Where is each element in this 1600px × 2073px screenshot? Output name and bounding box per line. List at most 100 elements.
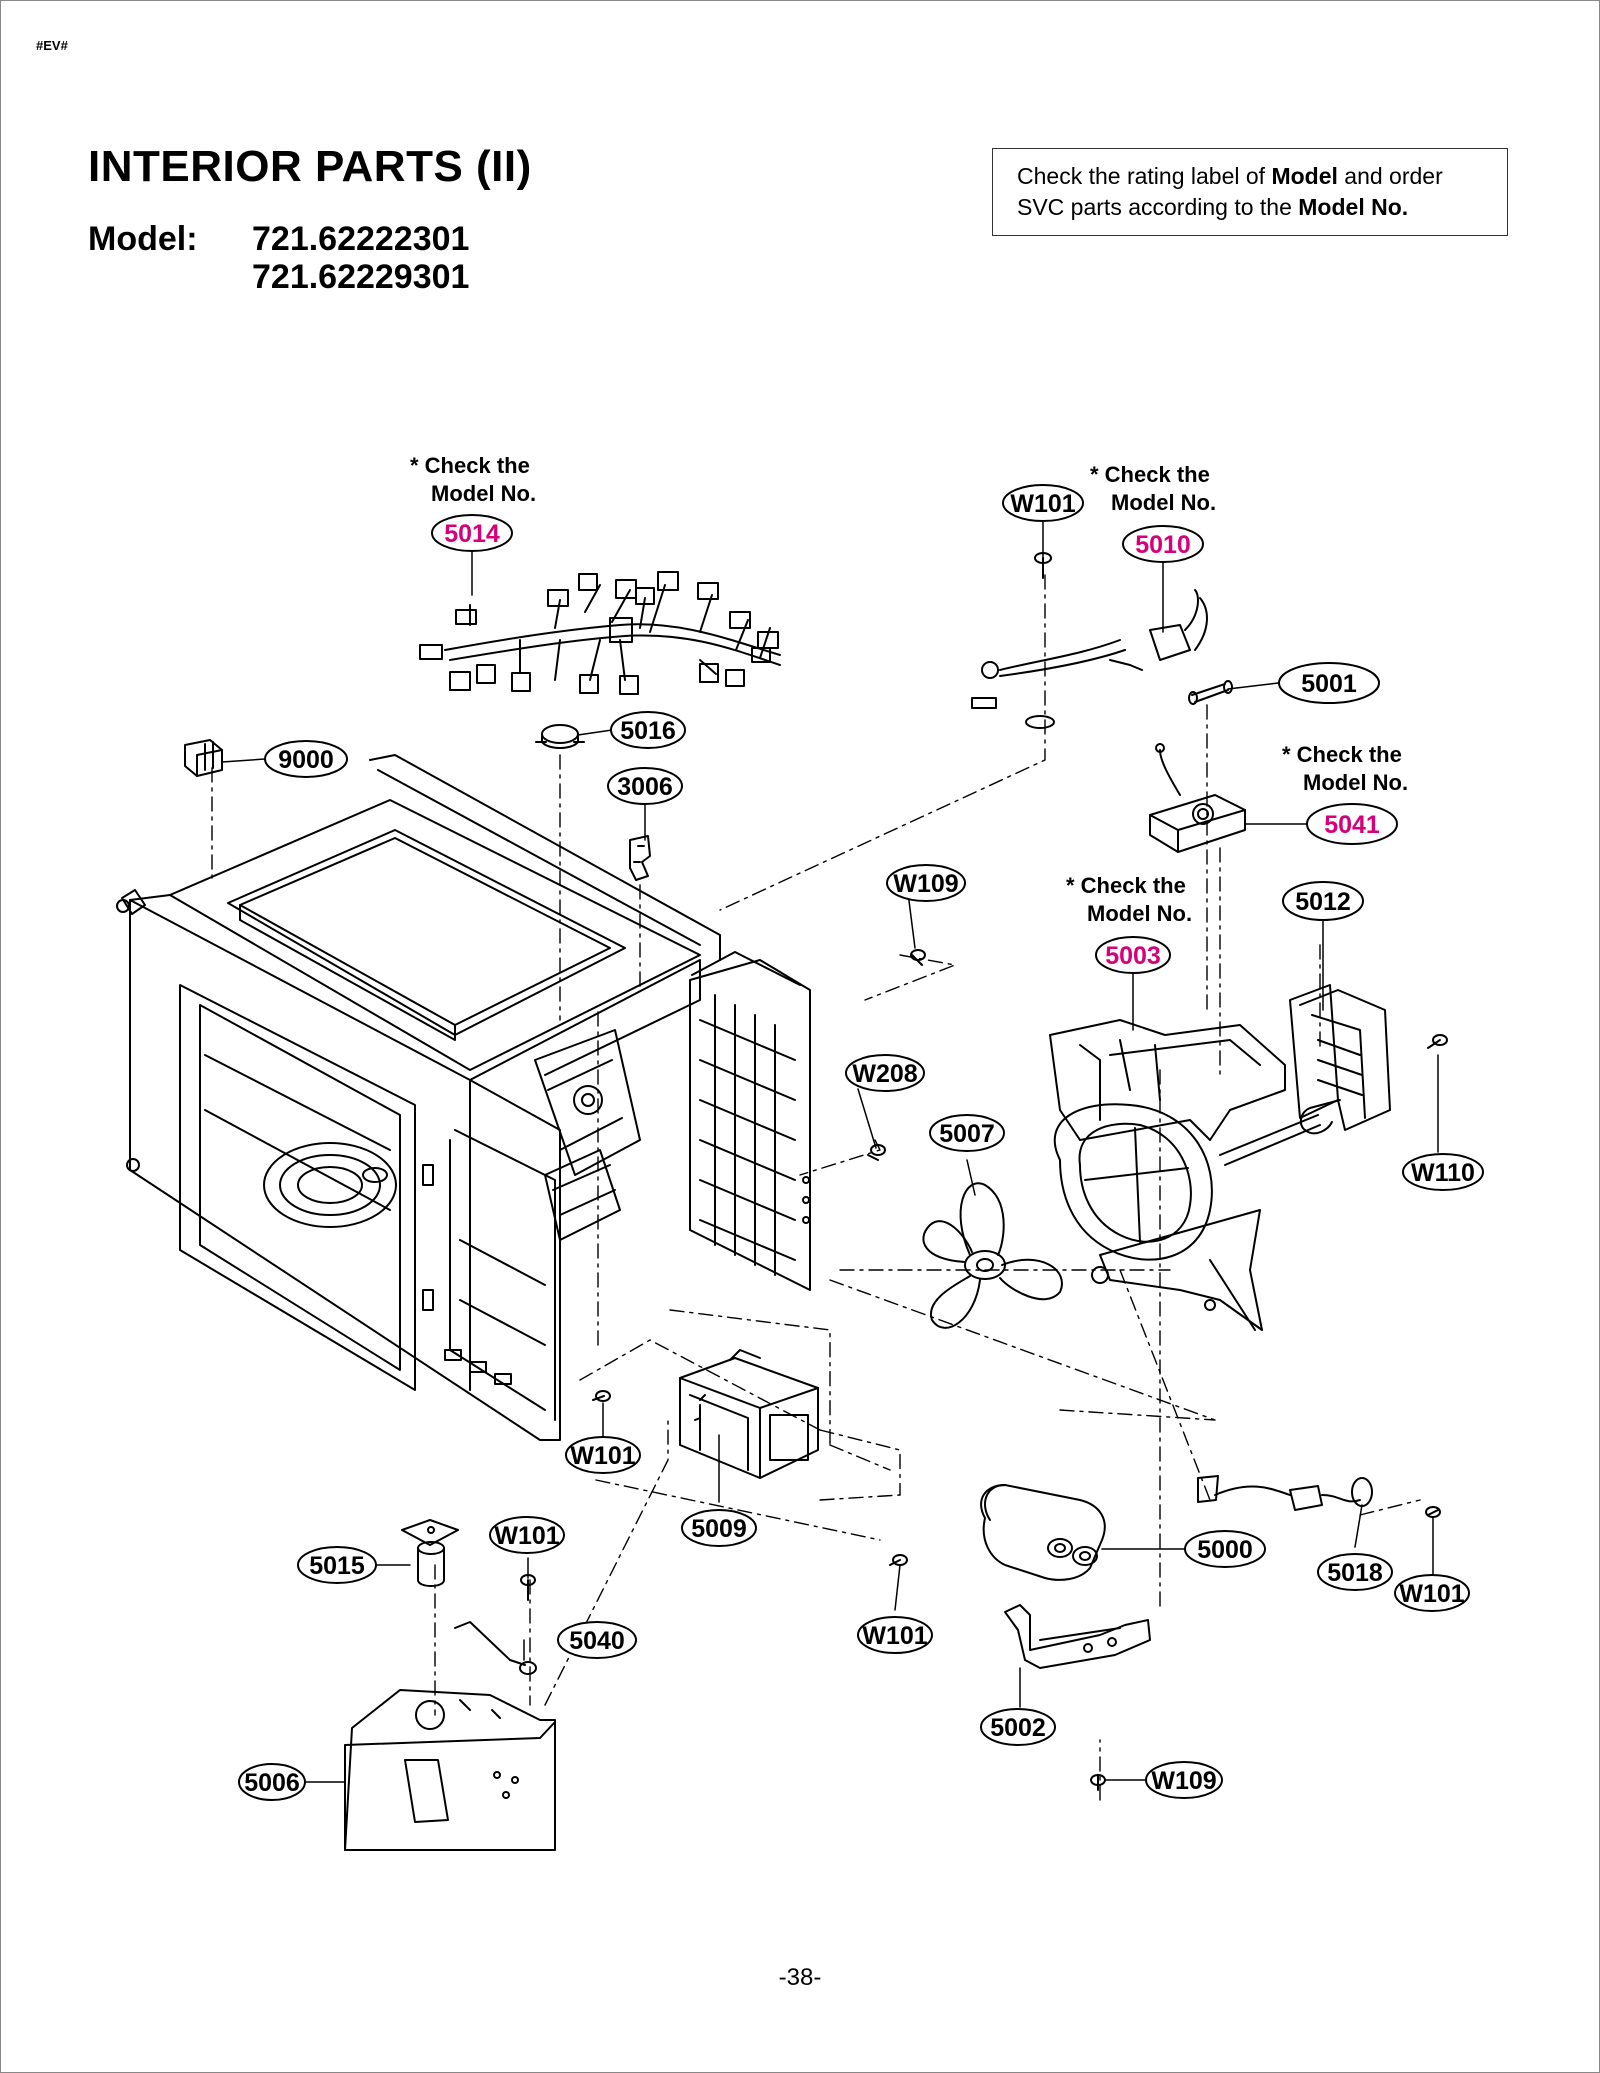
callout-label: W208 [852, 1060, 917, 1088]
callout-5000: 5000 [1184, 1530, 1266, 1568]
latch-3006 [629, 835, 651, 881]
assembly-guide-lines [211, 574, 1421, 1801]
leader-lines [221, 519, 1439, 1783]
screw-w208 [867, 1144, 886, 1161]
callout-5001: 5001 [1278, 662, 1380, 704]
switch-5015 [401, 1519, 459, 1587]
screw-w101-mid [592, 1390, 611, 1402]
callout-label: 5009 [691, 1515, 747, 1543]
callout-w109-bottom: W109 [1145, 1761, 1223, 1799]
page-title: INTERIOR PARTS (II) [88, 142, 532, 191]
wire-harness-5014 [419, 571, 781, 695]
callout-5014: 5014 [431, 514, 513, 552]
screw-w101-low [889, 1554, 908, 1566]
model-check-note-5041: * Check the Model No. [1282, 742, 1408, 795]
callout-w110: W110 [1402, 1153, 1484, 1191]
callout-label: W101 [862, 1622, 927, 1650]
note-line-1: * Check the [1282, 742, 1402, 767]
rear-panel [689, 951, 811, 1291]
callout-w109-top: W109 [886, 864, 966, 902]
callout-w101-bottom: W101 [489, 1516, 565, 1554]
notice-bold: Model [1271, 163, 1338, 189]
callout-label: 5015 [309, 1552, 365, 1580]
callout-label: 5018 [1327, 1559, 1383, 1587]
note-line-2: Model No. [431, 481, 536, 506]
callout-5006: 5006 [238, 1763, 306, 1801]
callout-label: 5041 [1324, 811, 1380, 839]
callout-3006: 3006 [607, 767, 683, 805]
model-number-2: 721.62229301 [252, 258, 470, 296]
callout-5007: 5007 [929, 1114, 1005, 1152]
callout-label: 5003 [1105, 942, 1161, 970]
note-line-2: Model No. [1087, 901, 1192, 926]
sensor-wire-5010 [971, 589, 1208, 729]
notice-text: and order [1337, 163, 1443, 189]
callout-5018: 5018 [1317, 1553, 1393, 1591]
bracket-5002 [1004, 1604, 1151, 1669]
model-check-note-5010: * Check the Model No. [1090, 462, 1216, 515]
notice-bold: Model No. [1298, 194, 1409, 220]
callout-5012: 5012 [1282, 881, 1364, 921]
callout-5010: 5010 [1122, 525, 1204, 563]
note-line-2: Model No. [1111, 490, 1216, 515]
notice-text: Check the rating label of [1017, 163, 1272, 189]
note-line-2: Model No. [1303, 770, 1408, 795]
callout-label: 5010 [1135, 531, 1191, 559]
callout-5041: 5041 [1306, 803, 1398, 845]
pin-5001 [1188, 680, 1233, 705]
callout-label: 3006 [617, 773, 673, 801]
spring-5040 [454, 1621, 537, 1675]
callout-5016: 5016 [610, 711, 686, 749]
callout-label: 5016 [620, 717, 676, 745]
magnetron-5009 [679, 1349, 819, 1479]
callout-5003: 5003 [1095, 936, 1171, 974]
callout-label: W109 [893, 870, 958, 898]
fan-motor-5012 [1219, 984, 1391, 1166]
callout-w101-low: W101 [857, 1616, 933, 1654]
callout-label: W110 [1411, 1159, 1475, 1187]
callout-w208: W208 [845, 1054, 925, 1092]
fan-blade-5007 [922, 1182, 1063, 1329]
callout-w101-top: W101 [1002, 484, 1084, 522]
note-line-1: * Check the [1066, 873, 1186, 898]
capacitor-5000 [980, 1484, 1106, 1581]
callout-label: 5000 [1197, 1536, 1253, 1564]
model-number-1: 721.62222301 [252, 220, 470, 258]
callout-label: W101 [494, 1522, 559, 1550]
model-check-notice: Check the rating label of Model and orde… [992, 148, 1508, 236]
air-guide-5003 [1049, 1019, 1286, 1331]
thermostat-5016 [535, 724, 585, 749]
notice-text: SVC parts according to the [1017, 194, 1299, 220]
wire-5018 [1197, 1475, 1373, 1511]
callout-label: W101 [570, 1442, 635, 1470]
model-check-note-5014: * Check the Model No. [410, 453, 536, 506]
callout-5002: 5002 [980, 1708, 1056, 1746]
screw-w109-bottom [1090, 1774, 1106, 1791]
corner-tag: #EV# [36, 38, 68, 53]
callout-label: 5040 [569, 1627, 625, 1655]
connector-9000 [184, 739, 223, 777]
callout-label: 5014 [444, 520, 500, 548]
oven-cavity [116, 754, 721, 1441]
screw-w109-top [910, 949, 926, 966]
callout-w101-mid: W101 [565, 1436, 641, 1474]
callout-5015: 5015 [297, 1546, 377, 1584]
screw-w101-right [1425, 1506, 1441, 1518]
callout-label: 5006 [244, 1769, 300, 1797]
callout-9000: 9000 [264, 740, 348, 778]
callout-label: 5012 [1295, 888, 1351, 916]
callout-label: 5002 [990, 1714, 1046, 1742]
callout-label: 5001 [1301, 670, 1357, 698]
callout-label: W101 [1010, 490, 1075, 518]
callout-5009: 5009 [681, 1509, 757, 1547]
note-line-1: * Check the [410, 453, 530, 478]
pcb-5041 [1149, 743, 1246, 853]
callout-w101-right: W101 [1394, 1574, 1470, 1612]
model-check-note-5003: * Check the Model No. [1066, 873, 1192, 926]
callout-group: 5014 W101 5010 5001 9000 5016 3006 5041 … [238, 484, 1484, 1801]
screw-w110 [1427, 1034, 1448, 1049]
base-assembly-5006 [344, 1689, 556, 1851]
page-number: -38- [778, 1964, 822, 1991]
